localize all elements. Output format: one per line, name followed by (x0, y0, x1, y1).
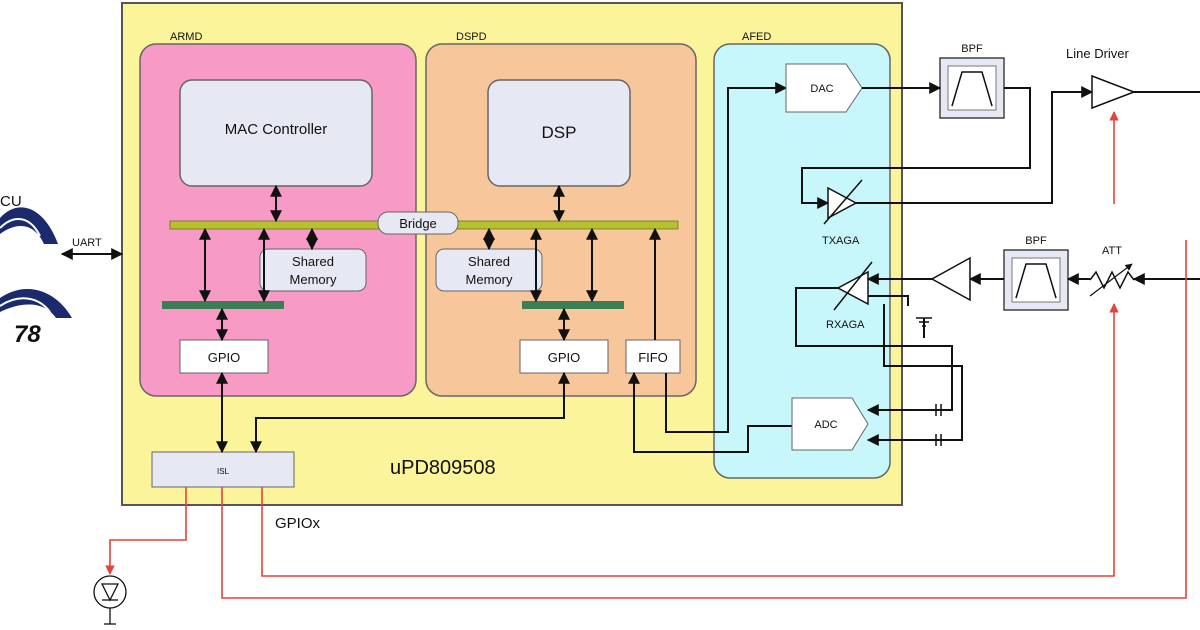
armd-shared-memory-line1: Shared (292, 254, 334, 269)
txaga-label: TXAGA (822, 235, 860, 247)
dspd-shared-memory-line1: Shared (468, 254, 510, 269)
fifo-block (625, 339, 681, 374)
rxaga-label: RXAGA (826, 319, 865, 331)
bpf-rx-label: BPF (1025, 235, 1047, 247)
led-icon (93, 575, 127, 625)
bridge-block (377, 211, 459, 235)
dspd-gpio-label: GPIO (548, 350, 581, 365)
mcu-logo-swoosh-top (0, 207, 58, 244)
afed-label: AFED (742, 31, 771, 43)
tx-path (801, 82, 1200, 209)
capacitor-icons (935, 404, 942, 446)
bpf-tx-label: BPF (961, 43, 983, 55)
mac-controller-label: MAC Controller (225, 121, 328, 138)
rxaga-amplifier-icon (836, 270, 869, 306)
fifo-label: FIFO (638, 350, 668, 365)
dsp-label: DSP (542, 123, 577, 142)
dspd-label: DSPD (456, 31, 487, 43)
dac-block (785, 63, 863, 113)
isl-label: ISL (217, 467, 230, 476)
line-driver-icon (1091, 74, 1137, 110)
dac-label: DAC (810, 83, 833, 95)
chip-name-label: uPD809508 (390, 457, 496, 479)
adc-block (791, 397, 869, 451)
mcu-label-fragment: CU (0, 193, 22, 210)
logo-number-fragment: 78 (14, 321, 41, 348)
mcu-logo-swoosh-bottom (0, 288, 72, 318)
rx-buffer-amplifier-icon (930, 256, 971, 302)
bridge-label: Bridge (399, 216, 437, 231)
ground-icon (916, 317, 932, 327)
dspd-green-bus (522, 301, 624, 309)
armd-label: ARMD (170, 31, 202, 43)
armd-green-bus (162, 301, 284, 309)
adc-label: ADC (814, 419, 837, 431)
att-resistor-icon (1089, 270, 1135, 290)
afed-block (713, 43, 891, 479)
red-control-lines (105, 111, 1187, 599)
gpiox-label: GPIOx (275, 515, 321, 532)
armd-gpio-label: GPIO (208, 350, 241, 365)
armd-shared-memory-line2: Memory (290, 272, 337, 287)
line-driver-label: Line Driver (1066, 46, 1130, 61)
att-label: ATT (1102, 245, 1122, 257)
uart-label: UART (72, 237, 102, 249)
dspd-shared-memory-line2: Memory (466, 272, 513, 287)
internal-connections (60, 82, 792, 454)
